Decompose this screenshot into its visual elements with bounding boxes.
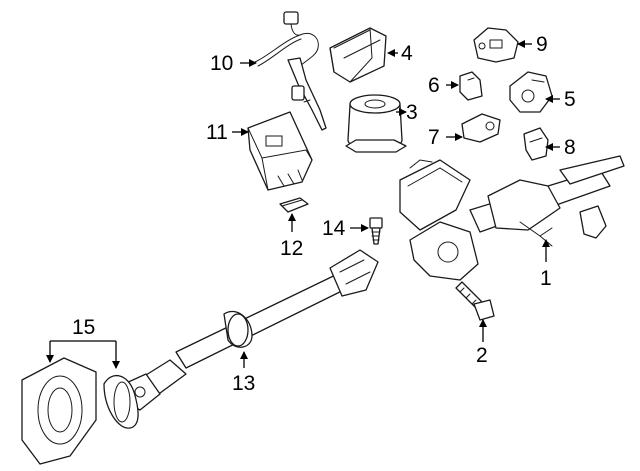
part-9-switch[interactable] (473, 27, 519, 63)
callout-1: 1 (540, 267, 552, 290)
callout-13: 13 (232, 372, 255, 395)
callout-11: 11 (206, 121, 228, 144)
part-11-control-module[interactable] (247, 111, 313, 191)
callout-15: 15 (72, 316, 95, 339)
part-8-connector[interactable] (523, 127, 549, 161)
part-15-boot-seal[interactable] (21, 357, 139, 465)
callout-3: 3 (406, 101, 418, 124)
part-5-switch-assembly[interactable] (509, 71, 553, 113)
callout-4: 4 (401, 42, 413, 65)
callout-12: 12 (280, 237, 303, 260)
callout-6: 6 (428, 74, 440, 97)
part-1-steering-column[interactable] (399, 155, 625, 281)
callout-5: 5 (564, 88, 576, 111)
callout-14: 14 (322, 217, 346, 240)
callout-10: 10 (210, 52, 233, 75)
part-3-motor[interactable] (345, 94, 407, 153)
callout-8: 8 (564, 136, 576, 159)
part-7-switch[interactable] (461, 113, 501, 143)
part-12-connector[interactable] (279, 197, 309, 213)
leader-lines (46, 40, 560, 369)
callout-9: 9 (536, 33, 548, 56)
part-10-wiring-harness[interactable] (254, 11, 327, 131)
part-14-bolt[interactable] (369, 217, 383, 245)
part-4-cover[interactable] (329, 27, 387, 83)
callout-2: 2 (476, 344, 488, 367)
part-6-switch[interactable] (459, 71, 483, 101)
part-2-bolt[interactable] (455, 281, 495, 321)
callout-7: 7 (428, 126, 440, 149)
callout-labels: 1 2 3 4 5 6 7 8 9 10 11 12 13 14 15 (72, 33, 576, 395)
